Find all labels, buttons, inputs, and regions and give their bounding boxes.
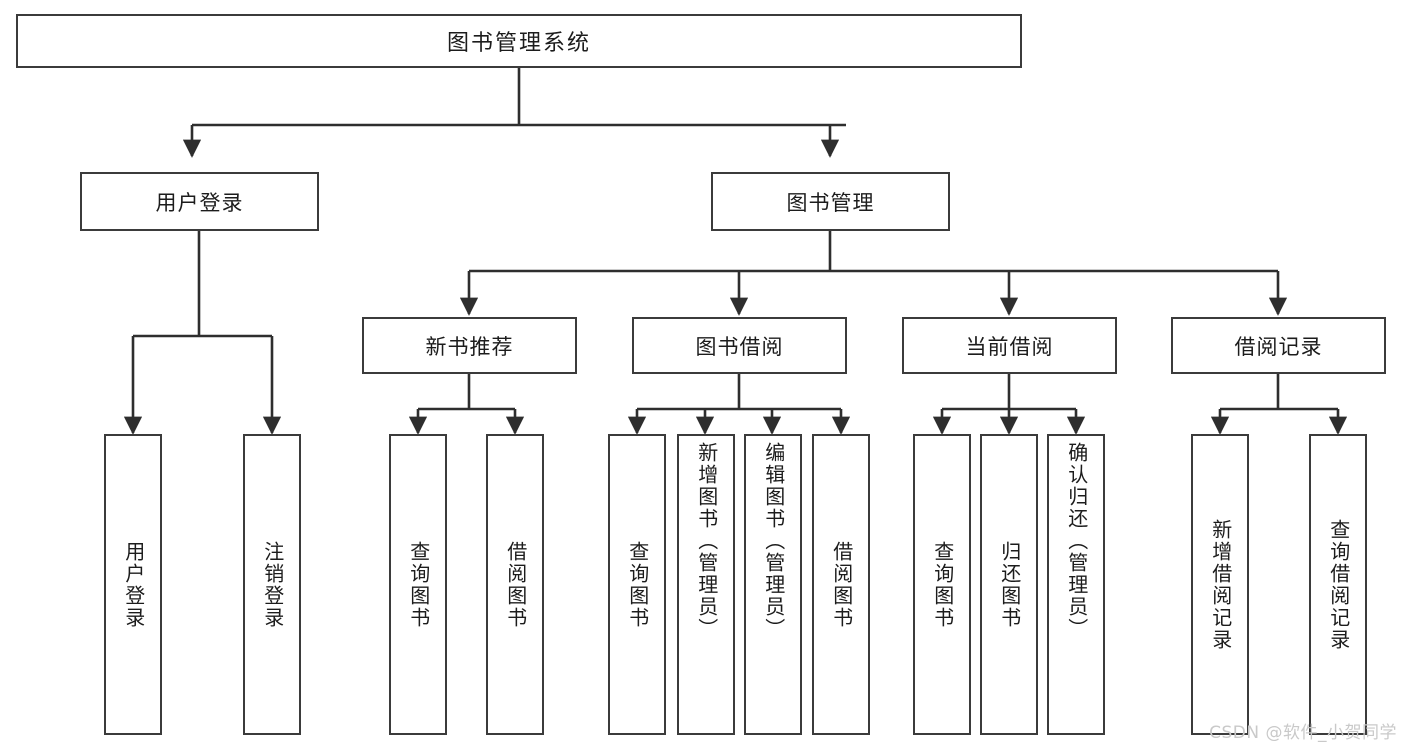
leaf-add-book-admin[interactable]: 新增图书（管理员）	[677, 434, 735, 735]
leaf-query-book-borrow[interactable]: 查询图书	[608, 434, 666, 735]
leaf-query-book-recommend[interactable]: 查询图书	[389, 434, 447, 735]
leaf-label: 归还图书	[997, 540, 1022, 629]
leaf-label: 编辑图书（管理员）	[761, 442, 786, 640]
node-root[interactable]: 图书管理系统	[16, 14, 1022, 68]
node-borrow-record-label: 借阅记录	[1234, 334, 1323, 359]
node-book-borrow[interactable]: 图书借阅	[632, 317, 847, 374]
leaf-user-login[interactable]: 用户登录	[104, 434, 162, 735]
leaf-label: 查询图书	[930, 540, 955, 629]
leaf-label: 查询图书	[625, 540, 650, 629]
leaf-borrow-book[interactable]: 借阅图书	[812, 434, 870, 735]
leaf-label: 新增借阅记录	[1208, 518, 1233, 651]
node-borrow-record[interactable]: 借阅记录	[1171, 317, 1386, 374]
node-book-borrow-label: 图书借阅	[695, 334, 784, 359]
node-user-login[interactable]: 用户登录	[80, 172, 319, 231]
leaf-label: 查询借阅记录	[1326, 518, 1351, 651]
leaf-label: 确认归还（管理员）	[1064, 442, 1089, 640]
leaf-label: 新增图书（管理员）	[694, 442, 719, 640]
leaf-borrow-book-recommend[interactable]: 借阅图书	[486, 434, 544, 735]
node-new-book-recommend[interactable]: 新书推荐	[362, 317, 577, 374]
leaf-label: 借阅图书	[829, 540, 854, 629]
leaf-return-book[interactable]: 归还图书	[980, 434, 1038, 735]
node-root-label: 图书管理系统	[446, 31, 591, 56]
node-new-book-recommend-label: 新书推荐	[425, 334, 514, 359]
leaf-label: 用户登录	[121, 540, 146, 629]
leaf-edit-book-admin[interactable]: 编辑图书（管理员）	[744, 434, 802, 735]
node-book-management[interactable]: 图书管理	[711, 172, 950, 231]
node-book-management-label: 图书管理	[786, 190, 875, 215]
leaf-label: 借阅图书	[503, 540, 528, 629]
node-user-login-label: 用户登录	[155, 190, 244, 215]
leaf-label: 查询图书	[406, 540, 431, 629]
leaf-confirm-return-admin[interactable]: 确认归还（管理员）	[1047, 434, 1105, 735]
leaf-label: 注销登录	[260, 540, 285, 629]
leaf-query-book-current[interactable]: 查询图书	[913, 434, 971, 735]
leaf-query-borrow-record[interactable]: 查询借阅记录	[1309, 434, 1367, 735]
leaf-user-logout[interactable]: 注销登录	[243, 434, 301, 735]
node-current-borrow-label: 当前借阅	[965, 334, 1054, 359]
leaf-add-borrow-record[interactable]: 新增借阅记录	[1191, 434, 1249, 735]
csdn-watermark: CSDN @软件_小贺同学	[1209, 723, 1397, 743]
node-current-borrow[interactable]: 当前借阅	[902, 317, 1117, 374]
